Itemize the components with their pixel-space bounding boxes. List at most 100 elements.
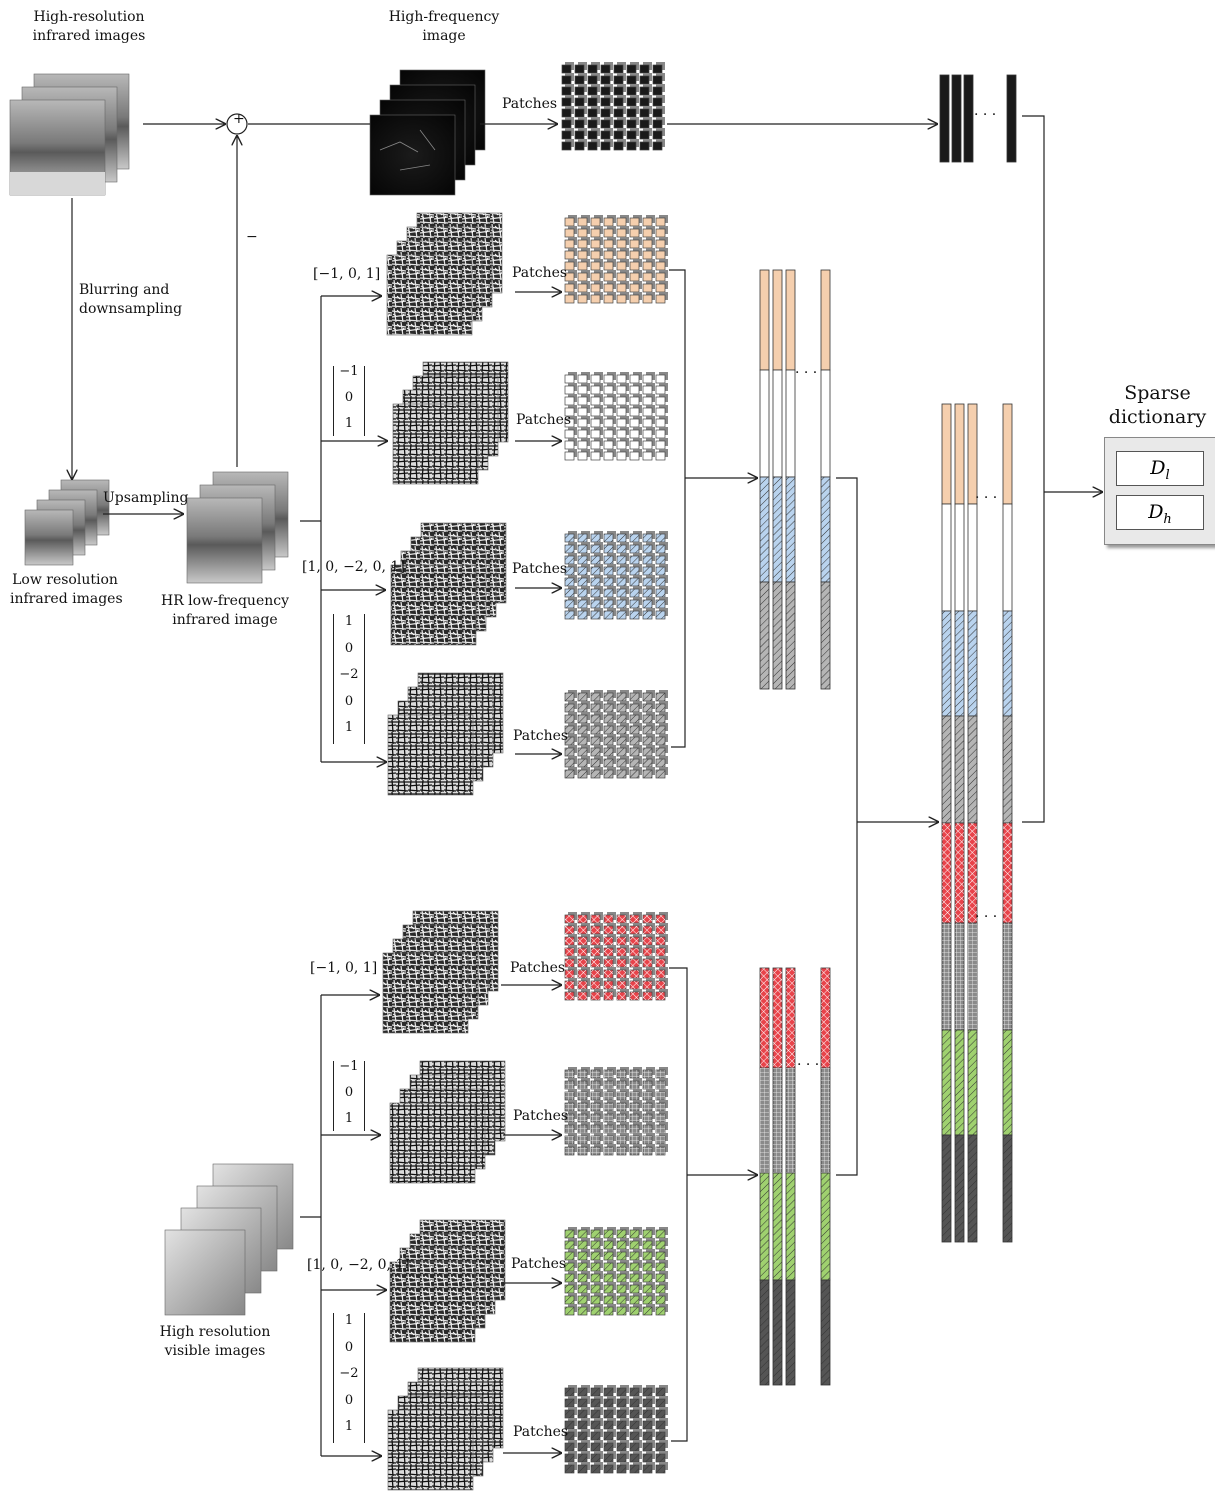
patches-label-ir-4: Patches (513, 727, 568, 746)
patch (604, 452, 613, 460)
patch-texture (656, 1465, 665, 1473)
patch-texture (617, 1263, 626, 1271)
patch-texture (617, 992, 626, 1000)
patch-texture (591, 737, 600, 745)
patch (617, 419, 626, 427)
vector-texture (821, 1173, 830, 1280)
patch-texture (604, 715, 613, 723)
patch (578, 397, 587, 405)
patch-texture (617, 704, 626, 712)
patch (601, 120, 610, 128)
patch-texture (617, 1070, 626, 1078)
sparse-dictionary-title: Sparse dictionary (1100, 381, 1215, 429)
patches-label-ir-1: Patches (512, 264, 567, 283)
patch-texture (656, 715, 665, 723)
patch (591, 251, 600, 259)
patch (653, 98, 662, 106)
vector-texture (760, 477, 769, 582)
hf-vector (952, 75, 961, 162)
patch (601, 131, 610, 139)
patch-texture (591, 1125, 600, 1133)
patch (591, 386, 600, 394)
ir-vector (760, 270, 769, 689)
vector-segment (940, 75, 949, 162)
patch-texture (630, 1081, 639, 1089)
patch (630, 240, 639, 248)
patch-texture (604, 948, 613, 956)
patch-texture (591, 1114, 600, 1122)
patch-texture (578, 1263, 587, 1271)
patch-texture (578, 556, 587, 564)
patch (604, 295, 613, 303)
patch-texture (591, 1136, 600, 1144)
patch (630, 229, 639, 237)
patch-grid-vis-4 (565, 1385, 668, 1473)
patch-texture (604, 611, 613, 619)
patch (614, 76, 623, 84)
patch (630, 441, 639, 449)
patch (627, 109, 636, 117)
patch-texture (578, 1230, 587, 1238)
vector-segment (786, 270, 795, 370)
ir-vector (786, 270, 795, 689)
patch (591, 240, 600, 248)
patch-texture (604, 534, 613, 542)
patch-texture (565, 948, 574, 956)
patch-texture (617, 567, 626, 575)
patch (578, 375, 587, 383)
patch (601, 98, 610, 106)
patch-texture (617, 1388, 626, 1396)
patch (562, 98, 571, 106)
patch-texture (617, 1147, 626, 1155)
vector-texture (786, 1068, 795, 1173)
patch-texture (656, 992, 665, 1000)
patch (578, 218, 587, 226)
patch (656, 284, 665, 292)
patch-texture (656, 759, 665, 767)
vector-texture (773, 477, 782, 582)
patch (643, 430, 652, 438)
patch-texture (643, 737, 652, 745)
patch (653, 131, 662, 139)
patch (578, 273, 587, 281)
patch (640, 76, 649, 84)
patch (562, 76, 571, 84)
patch-texture (630, 992, 639, 1000)
patch (591, 397, 600, 405)
filtered-image-stack (393, 362, 508, 484)
patch-texture (643, 1421, 652, 1429)
patch-grid-ir-3 (565, 531, 668, 619)
patch-texture (604, 937, 613, 945)
road-strip (10, 172, 105, 195)
patch (656, 218, 665, 226)
patch (630, 452, 639, 460)
patch (578, 240, 587, 248)
vector-texture (821, 968, 830, 1068)
patch-texture (617, 589, 626, 597)
patch-texture (656, 1103, 665, 1111)
patch-texture (604, 1263, 613, 1271)
patch-texture (656, 1136, 665, 1144)
vector-texture (821, 1068, 830, 1173)
ellipsis-combined-bottom: · · · (975, 908, 997, 927)
patch (591, 408, 600, 416)
patch (562, 109, 571, 117)
patch (653, 120, 662, 128)
patch-texture (578, 759, 587, 767)
patch-texture (630, 704, 639, 712)
vector-texture (760, 582, 769, 689)
matrix-entry: −1 (334, 364, 364, 379)
patch (640, 109, 649, 117)
patch (617, 408, 626, 416)
hr-lowfreq-stack (187, 472, 288, 583)
patch-texture (617, 1410, 626, 1418)
vector-texture (1003, 611, 1012, 716)
matrix-entry: −1 (334, 1059, 364, 1074)
patch-texture (578, 1410, 587, 1418)
patch-texture (565, 1307, 574, 1315)
vector-segment (1003, 504, 1012, 611)
vector-texture (1003, 923, 1012, 1030)
patch-texture (617, 600, 626, 608)
patch-texture (630, 556, 639, 564)
patch (653, 142, 662, 150)
